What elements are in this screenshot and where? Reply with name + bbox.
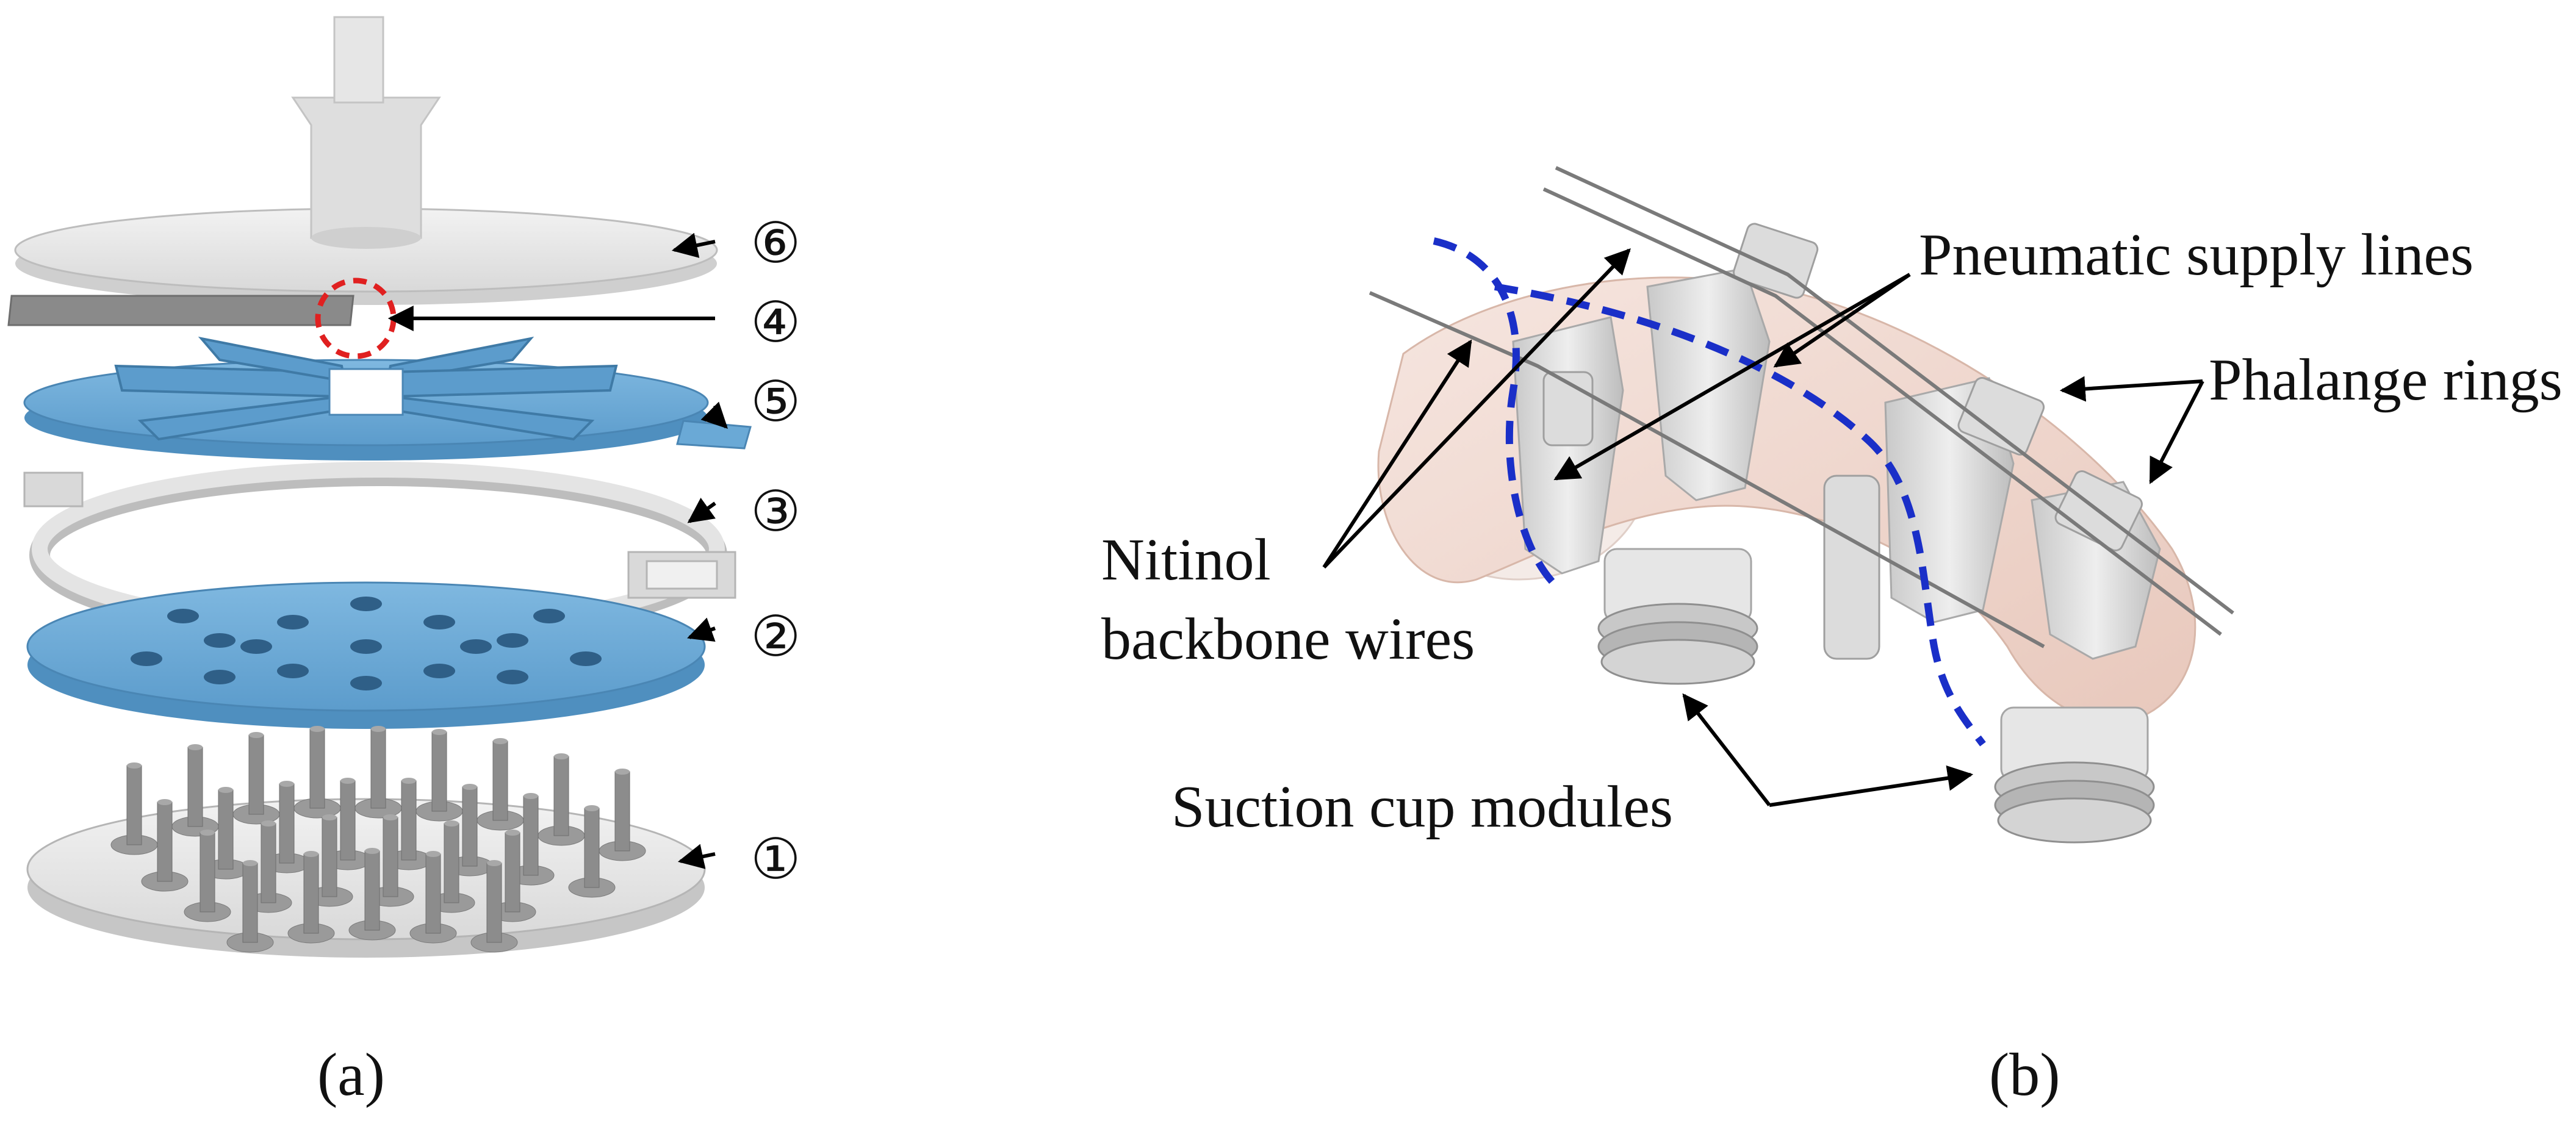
suction-cup-module <box>1597 548 1758 685</box>
plate-hole <box>497 670 528 684</box>
callout-2: ② <box>750 606 801 668</box>
label-nitinol-line2: backbone wires <box>1101 606 1475 672</box>
suction-cups <box>1597 548 2155 844</box>
plate-hole <box>240 639 272 654</box>
suction-cup-module <box>1994 706 2155 844</box>
pin <box>538 753 585 846</box>
label-phalange-rings: Phalange rings <box>2209 347 2563 413</box>
pin <box>110 762 158 855</box>
panel-a: ⑥ ④ ⑤ ③ ② ① (a) <box>7 16 801 1108</box>
plate-hole <box>277 664 309 678</box>
plate-hole <box>350 597 382 611</box>
plate-hole <box>350 639 382 654</box>
pin <box>568 805 616 898</box>
plate-hole <box>497 633 528 648</box>
caption-b: (b) <box>1989 1041 2060 1108</box>
pin <box>416 729 463 822</box>
plate-hole <box>570 651 602 666</box>
perforated-plate-part-2 <box>26 581 706 729</box>
pin-base-part-1 <box>26 726 706 958</box>
caption-a: (a) <box>317 1041 385 1108</box>
label-suction-cup-modules: Suction cup modules <box>1171 774 1673 840</box>
nitinol-wires <box>1369 166 2234 648</box>
pin <box>287 851 335 944</box>
callout-4: ④ <box>750 292 801 354</box>
soft-finger <box>1377 223 2196 723</box>
top-disk-part-6 <box>14 16 718 305</box>
plate-hole <box>460 639 492 654</box>
pin <box>232 732 280 825</box>
callout-1: ① <box>750 828 801 891</box>
label-pneumatic-supply-lines: Pneumatic supply lines <box>1919 222 2473 288</box>
pneumatic-dashed-lines <box>1433 237 1986 747</box>
pin <box>226 860 274 953</box>
pin <box>599 769 646 861</box>
callout-6: ⑥ <box>750 212 801 274</box>
pin <box>354 726 402 819</box>
pin <box>184 830 231 922</box>
callout-5: ⑤ <box>750 371 801 433</box>
plate-hole <box>131 651 162 666</box>
plate-hole <box>167 609 199 623</box>
plate-hole <box>423 664 455 678</box>
plate-hole <box>533 609 565 623</box>
plate-hole <box>204 670 236 684</box>
pin <box>141 799 189 892</box>
callouts-a: ⑥ ④ ⑤ ③ ② ① <box>387 212 801 891</box>
pin <box>409 851 457 944</box>
plate-hole <box>423 615 455 629</box>
pin <box>477 738 524 831</box>
pin <box>171 744 219 837</box>
label-nitinol-line1: Nitinol <box>1101 527 1271 593</box>
plate-hole <box>350 676 382 690</box>
plate-hole <box>204 633 236 648</box>
plate-hole <box>277 615 309 629</box>
label-arrows-b <box>1322 248 2204 807</box>
radial-gripper-part-5 <box>23 336 752 461</box>
callout-3: ③ <box>750 481 801 543</box>
panel-b: Pneumatic supply lines Phalange rings Ni… <box>1101 166 2563 1108</box>
pin <box>470 860 518 953</box>
pin <box>348 848 396 941</box>
pin <box>293 726 341 819</box>
